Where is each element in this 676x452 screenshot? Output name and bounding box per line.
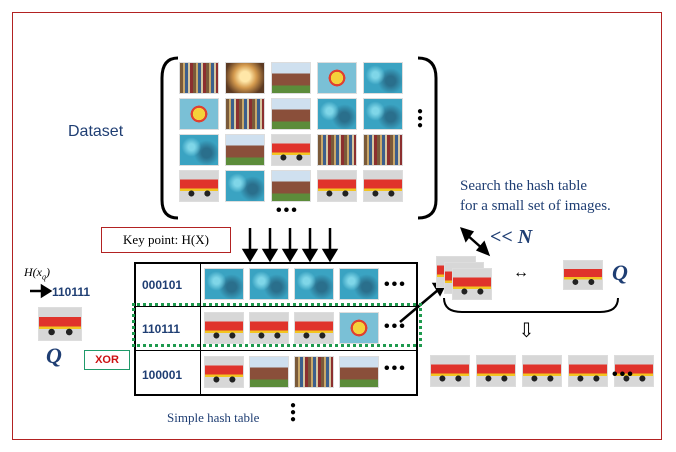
hash-bucket-image	[204, 356, 244, 388]
hash-bucket-image	[294, 268, 334, 300]
hash-row-code: 100001	[142, 368, 183, 382]
dataset-image	[317, 98, 357, 130]
reference-query-symbol: Q	[612, 260, 628, 285]
dataset-label: Dataset	[68, 123, 124, 140]
result-image	[430, 355, 470, 387]
hash-table: 000101 110111 100001	[134, 262, 418, 396]
result-image	[568, 355, 608, 387]
candidate-stack-image	[452, 268, 492, 300]
n-arrow	[459, 227, 491, 257]
dataset-image	[225, 170, 265, 202]
dataset-image	[317, 134, 357, 166]
query-code: 110111	[52, 285, 91, 299]
hash-bucket-image	[294, 312, 334, 344]
row-ellipsis: •••	[384, 318, 407, 335]
row-ellipsis: •••	[384, 360, 407, 377]
dataset-image	[179, 98, 219, 130]
search-caption: Search the hash table for a small set of…	[460, 176, 611, 216]
dataset-image	[363, 170, 403, 202]
hash-bucket-image	[339, 268, 379, 300]
hash-bucket-image	[204, 268, 244, 300]
dataset-image	[363, 62, 403, 94]
hash-bucket-image	[204, 312, 244, 344]
dataset-image	[317, 170, 357, 202]
dataset-image	[225, 134, 265, 166]
simple-hash-table-label: Simple hash table	[167, 410, 260, 425]
matched-row-highlight	[132, 303, 422, 347]
query-hash-label: H(xq)	[24, 265, 50, 282]
dataset-image	[363, 134, 403, 166]
hash-bucket-image	[249, 268, 289, 300]
hash-row-code: 000101	[142, 278, 183, 292]
dataset-image	[179, 62, 219, 94]
dataset-horizontal-ellipsis: •••	[276, 202, 299, 219]
query-symbol: Q	[46, 343, 62, 368]
down-arrow-icon: ⇩	[518, 320, 535, 342]
result-image	[522, 355, 562, 387]
search-caption-line2: for a small set of images.	[460, 198, 611, 214]
dataset-image	[225, 98, 265, 130]
dataset-image	[271, 170, 311, 202]
dataset-image	[317, 62, 357, 94]
xor-label: XOR	[84, 350, 130, 370]
query-image	[38, 307, 82, 341]
row-ellipsis: •••	[384, 276, 407, 293]
reference-image	[563, 260, 603, 290]
dataset-image	[179, 134, 219, 166]
hash-bucket-image	[294, 356, 334, 388]
dataset-image	[271, 134, 311, 166]
table-vertical-ellipsis: ●●●	[290, 400, 299, 425]
dataset-image	[363, 98, 403, 130]
candidate-brace	[443, 297, 619, 313]
compare-symbol: ↔	[513, 264, 529, 281]
dataset-vertical-ellipsis: ●●●	[417, 106, 426, 131]
dataset-image	[271, 62, 311, 94]
key-point-box: Key point: H(X)	[101, 227, 231, 253]
hash-bucket-image	[249, 356, 289, 388]
dataset-image	[225, 62, 265, 94]
dataset-left-bracket	[160, 56, 179, 220]
keypoint-arrows	[241, 228, 339, 263]
dataset-image	[271, 98, 311, 130]
dataset-image	[179, 170, 219, 202]
results-ellipsis: •••	[612, 366, 635, 383]
hash-bucket-image	[339, 312, 379, 344]
hash-bucket-image	[249, 312, 289, 344]
n-label: << N	[490, 226, 533, 248]
result-image	[614, 355, 654, 387]
hash-bucket-image	[339, 356, 379, 388]
hash-row-code: 110111	[142, 322, 181, 336]
result-image	[476, 355, 516, 387]
query-arrow	[30, 283, 53, 299]
dataset-right-bracket	[417, 56, 438, 220]
diagram-frame	[12, 12, 662, 440]
search-caption-line1: Search the hash table	[460, 178, 588, 194]
